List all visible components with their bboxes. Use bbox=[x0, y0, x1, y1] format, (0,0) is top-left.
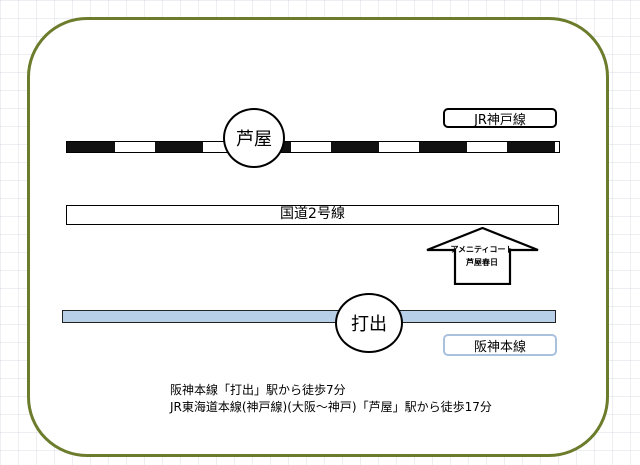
map-frame bbox=[27, 17, 609, 457]
access-hanshin: 阪神本線「打出」駅から徒歩7分 bbox=[170, 383, 346, 397]
jr-kobe-line-track bbox=[66, 141, 560, 153]
station-ashiya-label: 芦屋 bbox=[236, 129, 272, 150]
station-ashiya: 芦屋 bbox=[223, 108, 285, 168]
destination-arrow-icon bbox=[426, 227, 539, 285]
station-uchide: 打出 bbox=[335, 293, 403, 353]
station-uchide-label: 打出 bbox=[351, 314, 387, 335]
destination-name-line1: アメニティコート bbox=[450, 245, 514, 254]
jr-kobe-line-label: JR神戸線 bbox=[443, 108, 557, 128]
destination-name-line2: 芦屋春日 bbox=[466, 258, 498, 267]
access-jr: JR東海道本線(神戸線)(大阪～神戸)「芦屋」駅から徒歩17分 bbox=[170, 400, 492, 414]
destination-label: アメニティコート 芦屋春日 bbox=[447, 243, 517, 269]
hanshin-line-label: 阪神本線 bbox=[443, 334, 557, 356]
route-2-road: 国道2号線 bbox=[66, 205, 559, 225]
hanshin-line-track bbox=[62, 310, 556, 323]
route-2-label: 国道2号線 bbox=[280, 206, 345, 222]
access-info: 阪神本線「打出」駅から徒歩7分 JR東海道本線(神戸線)(大阪～神戸)「芦屋」駅… bbox=[170, 382, 590, 416]
